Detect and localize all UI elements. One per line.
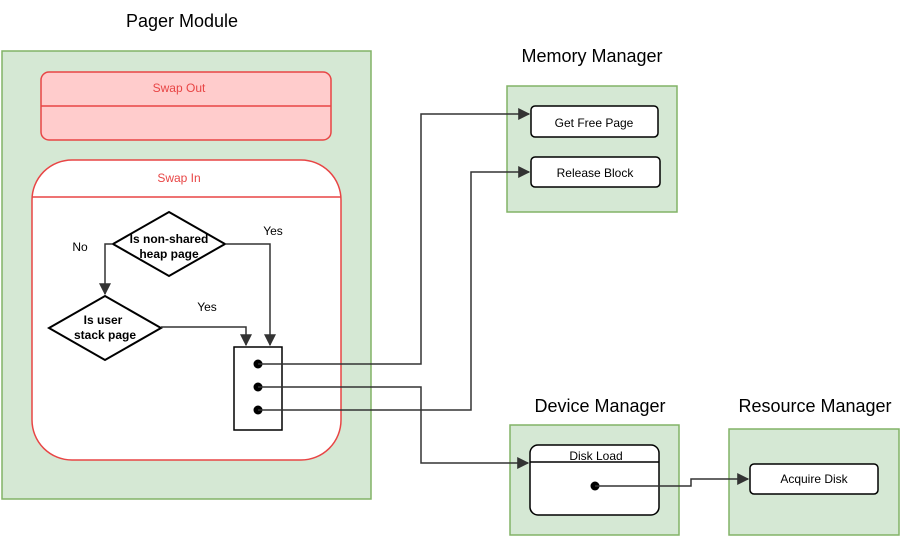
resource-manager-title: Resource Manager [738,396,891,416]
memory-manager-title: Memory Manager [521,46,662,66]
decision-non-shared-line1: Is non-shared [130,232,209,246]
edge-to-release-block [258,166,531,411]
decision-user-stack-line1: Is user [84,313,123,327]
get-free-page-box[interactable] [530,105,659,138]
decision-user-stack-line2: stack page [74,328,136,342]
edge-label-no: No [72,240,88,254]
edge-yes-top [225,243,276,347]
acquire-disk-label: Acquire Disk [780,472,848,486]
disk-load-label: Disk Load [569,449,622,463]
get-free-page-label: Get Free Page [555,116,634,130]
swap-in-label: Swap In [157,171,200,185]
release-block-label: Release Block [557,166,635,180]
memory-manager-container[interactable] [506,85,678,213]
edge-to-disk-load [258,386,530,469]
device-manager-title: Device Manager [534,396,665,416]
pager-module-title: Pager Module [126,11,238,31]
release-block-box[interactable] [530,156,661,188]
swap-in-container[interactable] [31,159,342,461]
edge-to-get-free-page [258,108,531,365]
decision-user-stack[interactable] [46,294,164,362]
edge-to-acquire-disk [595,473,750,487]
edge-label-yes-bottom: Yes [197,300,217,314]
edge-label-yes-top: Yes [263,224,283,238]
edge-yes-bottom [161,326,252,347]
swap-out-label: Swap Out [153,81,206,95]
edge-no [99,243,113,296]
decision-non-shared-line2: heap page [139,247,199,261]
decision-non-shared-heap[interactable] [110,210,228,278]
acquire-disk-box[interactable] [749,463,879,495]
